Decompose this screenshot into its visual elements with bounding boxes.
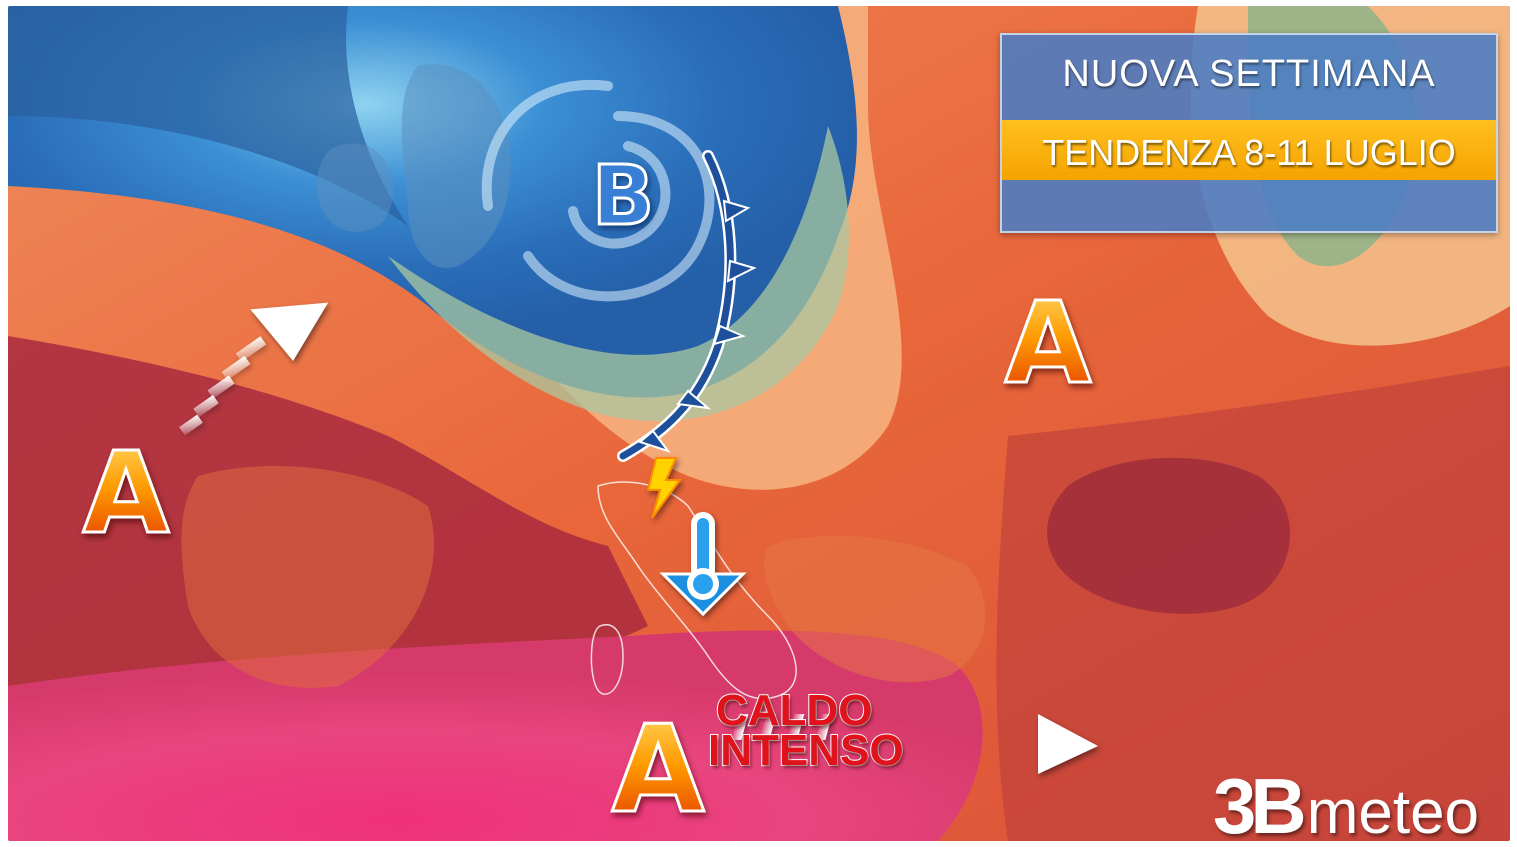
uk-land (401, 64, 511, 268)
sardinia-outline (590, 624, 624, 695)
panel-band (1002, 120, 1496, 180)
high-pressure-east: A (998, 287, 1098, 402)
motion-arrow-east (731, 714, 1098, 774)
black-sea (1047, 457, 1291, 614)
ireland-land (316, 143, 393, 232)
panel-title: NUOVA SETTIMANA (1062, 53, 1436, 95)
high-pressure-atlantic: A (76, 437, 176, 552)
brand-logo: 3B meteo (1213, 761, 1479, 841)
iberia-land (181, 466, 434, 688)
hot-zone-south (8, 630, 983, 841)
cold-front-triangles (637, 199, 757, 453)
lightning-icon (646, 457, 682, 519)
cyclone-swirl (481, 79, 715, 302)
low-pressure-label: B (590, 149, 656, 244)
logo-text: meteo (1306, 778, 1480, 841)
heat-label-line2: INTENSO (707, 726, 905, 775)
panel-subtitle: TENDENZA 8-11 LUGLIO (1042, 132, 1456, 173)
cold-dark-band (8, 6, 408, 226)
weather-map: B A A A CALDO INTENSO NUOVA SETTIMANA TE… (8, 6, 1510, 841)
balkans-land (764, 535, 986, 683)
logo-mark: 3B (1213, 762, 1307, 841)
thermometer-icon (659, 512, 747, 617)
italy-outline (597, 481, 797, 700)
heat-label-line1: CALDO (715, 686, 873, 735)
info-panel: NUOVA SETTIMANA TENDENZA 8-11 LUGLIO (1000, 33, 1498, 233)
high-pressure-south: A (603, 709, 713, 832)
motion-arrow-icon (179, 302, 329, 436)
cool-green-ring (388, 126, 849, 422)
